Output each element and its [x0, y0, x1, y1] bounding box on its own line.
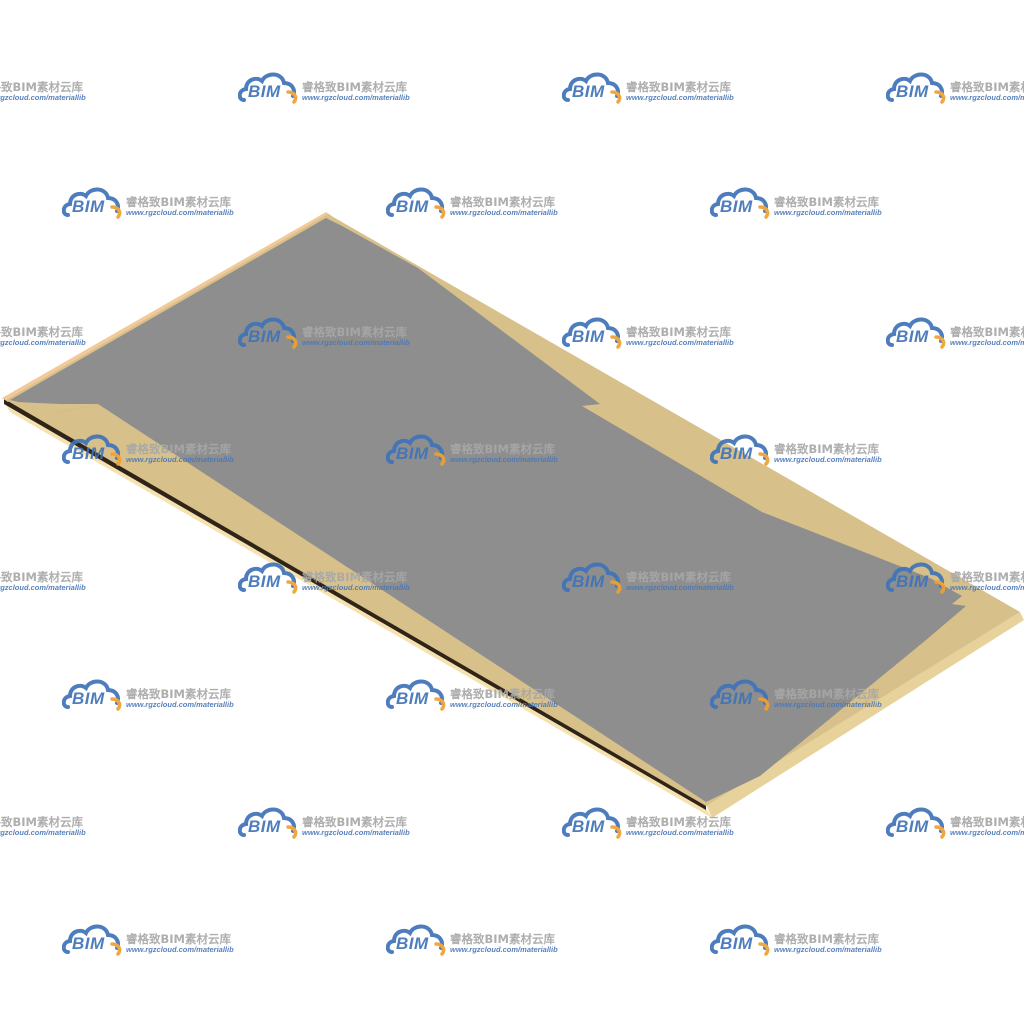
- panel-right-edge: [706, 612, 1024, 818]
- panel-top-face: [10, 218, 966, 802]
- panel-notch-left: [16, 402, 98, 412]
- panel-front-edge: [4, 398, 706, 810]
